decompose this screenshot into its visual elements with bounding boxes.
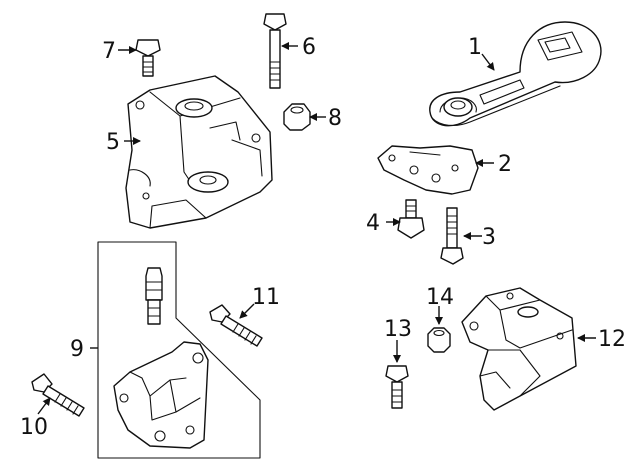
part-4-flange-bolt[interactable] [397,199,425,239]
part-11-long-bolt[interactable] [209,304,263,347]
part-5-engine-mount[interactable] [125,75,273,229]
part-14-nut[interactable] [427,327,451,353]
part-9-group-box [97,241,261,459]
callout-6: 6 [302,35,316,60]
part-8-nut[interactable] [283,103,311,131]
callout-11: 11 [252,285,280,310]
part-7-bolt[interactable] [135,39,161,77]
callout-4: 4 [366,211,380,236]
callout-13: 13 [384,317,412,342]
callout-2: 2 [498,152,512,177]
part-9-bracket[interactable] [113,267,209,449]
callout-14: 14 [426,285,454,310]
leader-11 [239,303,255,319]
leader-lines [37,42,596,415]
part-6-stud-bolt[interactable] [263,13,287,89]
callout-labels: 1 2 3 4 5 6 7 8 9 10 11 12 13 14 [20,35,626,440]
part-3-bolt[interactable] [440,207,464,265]
callout-1: 1 [468,35,482,60]
callout-8: 8 [328,106,342,131]
callout-7: 7 [102,39,116,64]
callout-10: 10 [20,415,48,440]
leader-10 [37,397,51,415]
callout-9: 9 [70,337,84,362]
callout-3: 3 [482,225,496,250]
part-13-bolt[interactable] [385,365,409,409]
callout-5: 5 [106,130,120,155]
part-1-torque-rod[interactable] [429,21,602,127]
part-10-long-bolt[interactable] [31,373,85,417]
part-12-transmission-mount[interactable] [461,287,577,411]
part-2-bracket-plate[interactable] [377,145,479,195]
leader-1 [481,53,495,71]
callout-12: 12 [598,327,626,352]
